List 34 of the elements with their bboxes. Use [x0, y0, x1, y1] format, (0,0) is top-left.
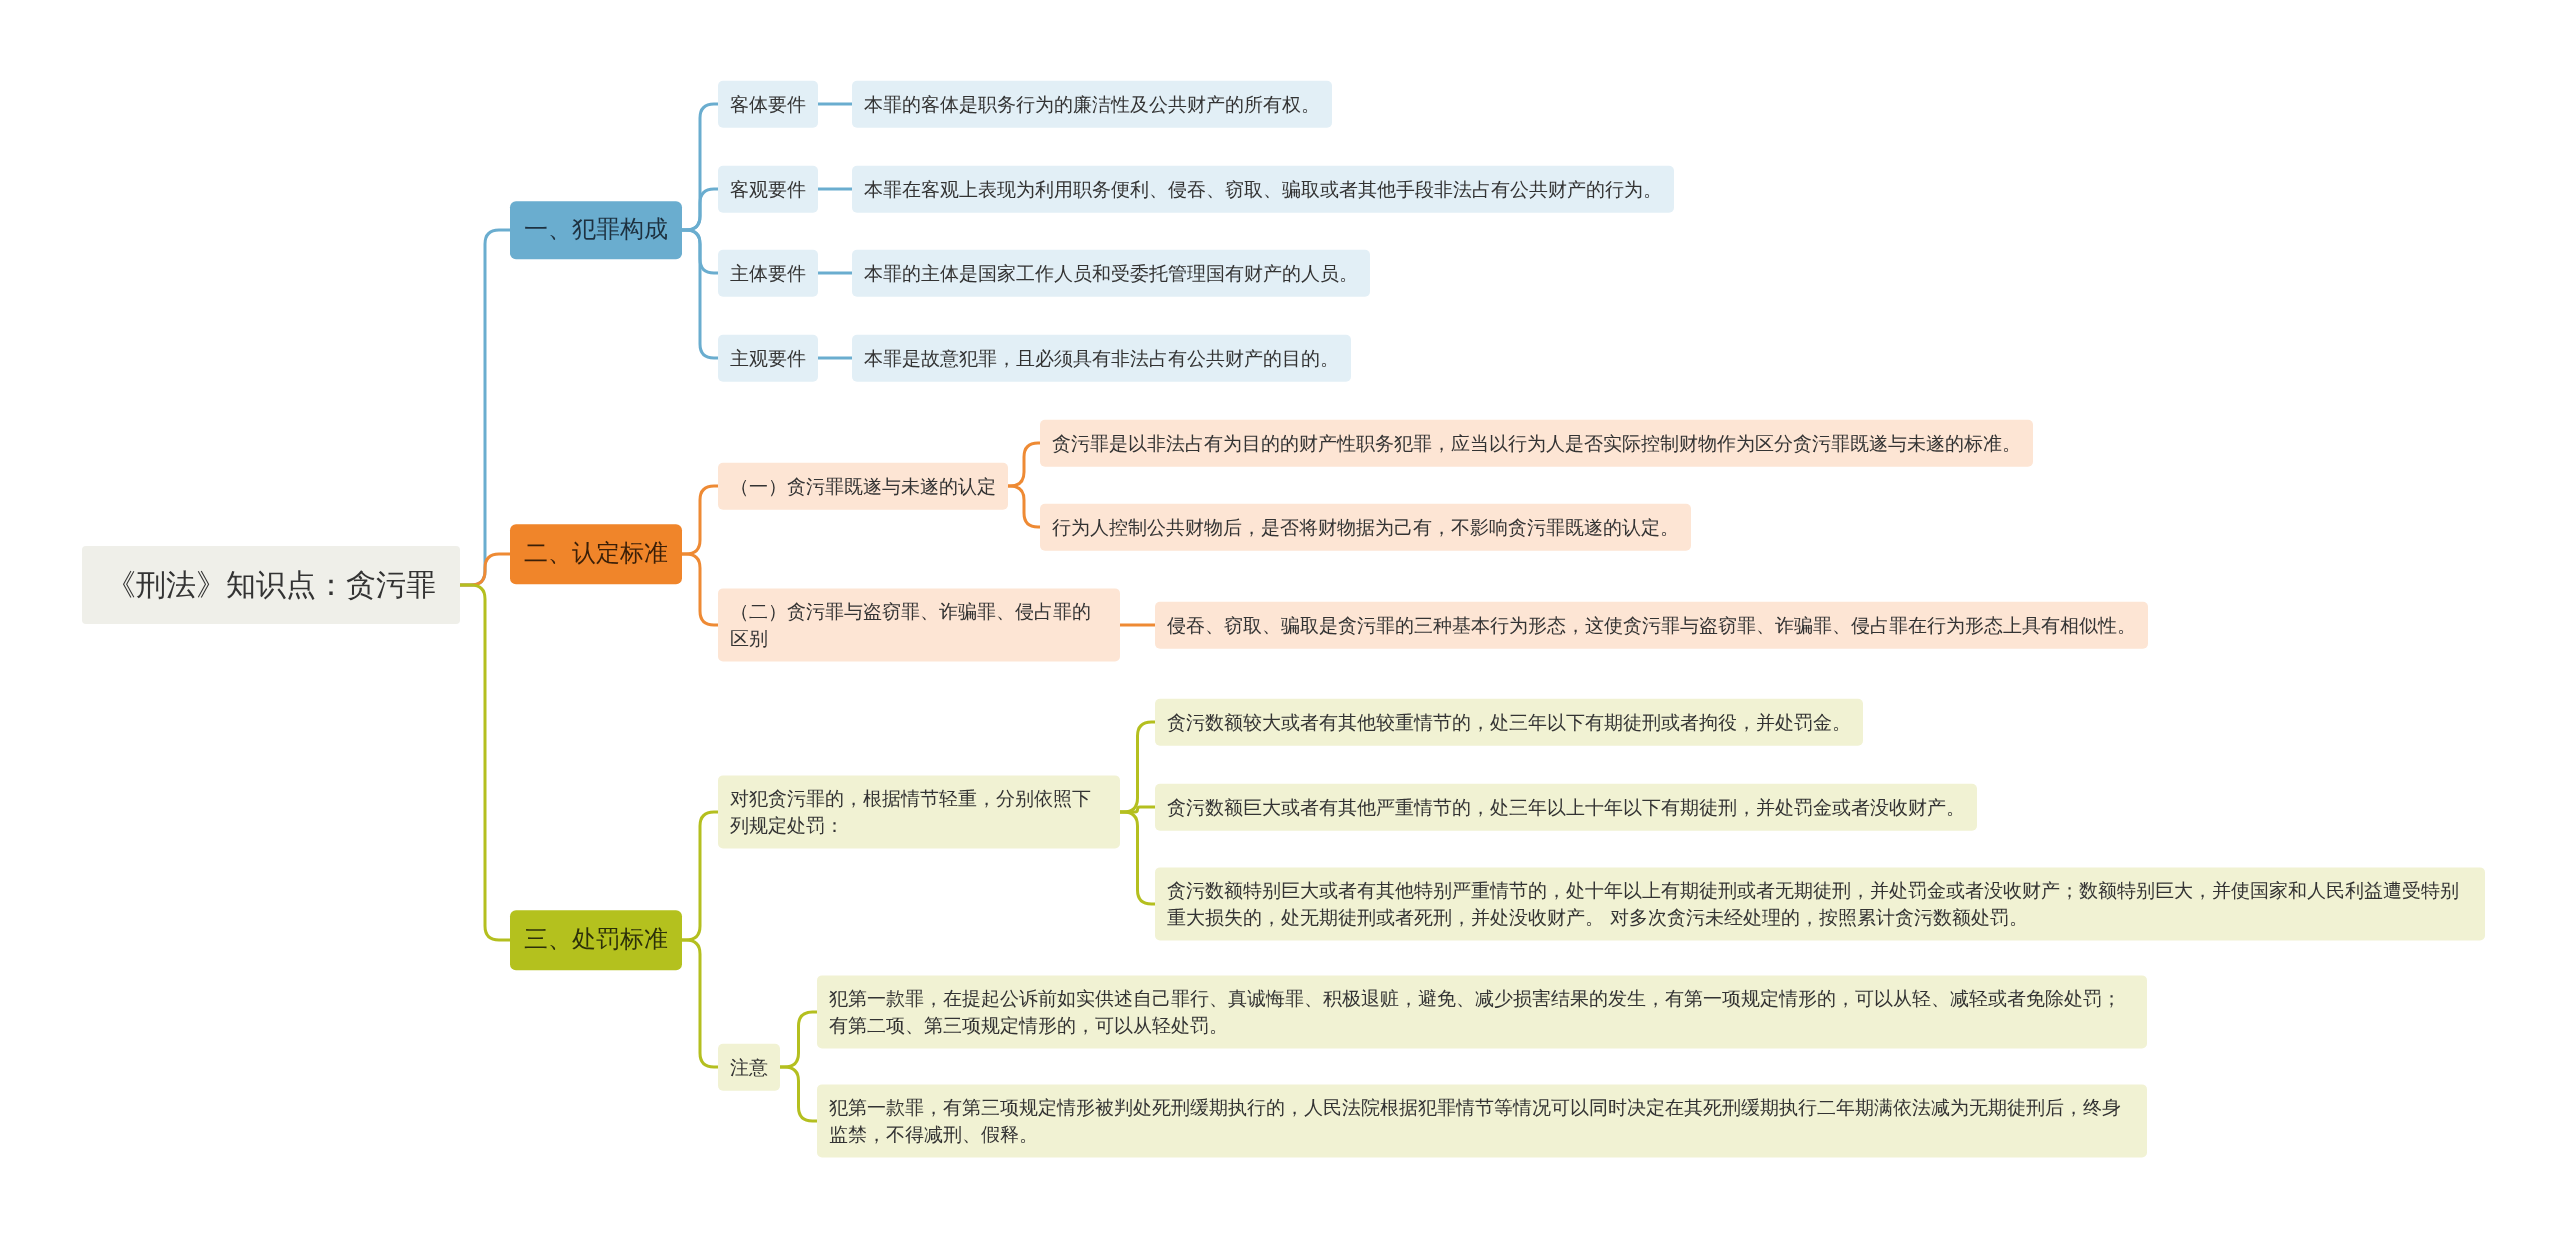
topic-box: 犯第一款罪，在提起公诉前如实供述自己罪行、真诚悔罪、积极退赃，避免、减少损害结果的发生，有第一项规定情形的，可以从轻、减轻或者免除处罚；有第二项、第三项规定情形的，可以从轻处罚。 [817, 975, 2147, 1049]
topic-box: 贪污数额巨大或者有其他严重情节的，处三年以上十年以下有期徒刑，并处罚金或者没收财产。 [1155, 783, 1977, 831]
connector-line [460, 583, 510, 942]
topic-box: 客观要件 [718, 165, 818, 213]
connector-line [818, 356, 852, 360]
topic-box: 本罪在客观上表现为利用职务便利、侵吞、窃取、骗取或者其他手段非法占有公共财产的行为。 [852, 165, 1674, 213]
branch-topic: 二、认定标准 [510, 524, 682, 584]
topic-box: 犯第一款罪，有第三项规定情形被判处死刑缓期执行的，人民法院根据犯罪情节等情况可以同时决定在其死刑缓期执行二年期满依法减为无期徒刑后，终身监禁，不得减刑、假释。 [817, 1084, 2147, 1158]
connector-line [780, 1065, 817, 1123]
connector-line [682, 552, 718, 627]
topic-box: 行为人控制公共财物后，是否将财物据为己有，不影响贪污罪既遂的认定。 [1040, 503, 1691, 551]
connector-line [818, 102, 852, 106]
topic-box: （一）贪污罪既遂与未遂的认定 [718, 462, 1008, 510]
topic-box: 主体要件 [718, 249, 818, 297]
topic-box: 贪污罪是以非法占有为目的的财产性职务犯罪，应当以行为人是否实际控制财物作为区分贪污罪既遂与未遂的标准。 [1040, 419, 2033, 467]
topic-box: 客体要件 [718, 80, 818, 128]
topic-box: 主观要件 [718, 334, 818, 382]
topic-box: 本罪的主体是国家工作人员和受委托管理国有财产的人员。 [852, 249, 1370, 297]
connector-line [1120, 623, 1155, 627]
root-topic: 《刑法》知识点：贪污罪 [82, 546, 460, 624]
connector-line [818, 271, 852, 275]
connector-line [1007, 441, 1041, 488]
topic-box: 对犯贪污罪的，根据情节轻重，分别依照下列规定处罚： [718, 775, 1120, 849]
branch-topic: 一、犯罪构成 [510, 201, 682, 259]
topic-box: 贪污数额特别巨大或者有其他特别严重情节的，处十年以上有期徒刑或者无期徒刑，并处罚金或者没收财产；数额特别巨大，并使国家和人民利益遭受特别重大损失的，处无期徒刑或者死刑，并处没收财产。 对多次贪污未经处理的，按照累计贪污数额处罚。 [1155, 867, 2485, 941]
topic-box: 侵吞、窃取、骗取是贪污罪的三种基本行为形态，这使贪污罪与盗窃罪、诈骗罪、侵占罪在行为形态上具有相似性。 [1155, 601, 2148, 649]
connector-line [1007, 484, 1041, 529]
connector-line [818, 187, 852, 191]
topic-box: 本罪的客体是职务行为的廉洁性及公共财产的所有权。 [852, 80, 1332, 128]
topic-box: 注意 [718, 1043, 780, 1091]
topic-box: （二）贪污罪与盗窃罪、诈骗罪、侵占罪的区别 [718, 588, 1120, 662]
topic-box: 本罪是故意犯罪，且必须具有非法占有公共财产的目的。 [852, 334, 1351, 382]
topic-box: 贪污数额较大或者有其他较重情节的，处三年以下有期徒刑或者拘役，并处罚金。 [1155, 698, 1863, 746]
branch-topic: 三、处罚标准 [510, 910, 682, 970]
